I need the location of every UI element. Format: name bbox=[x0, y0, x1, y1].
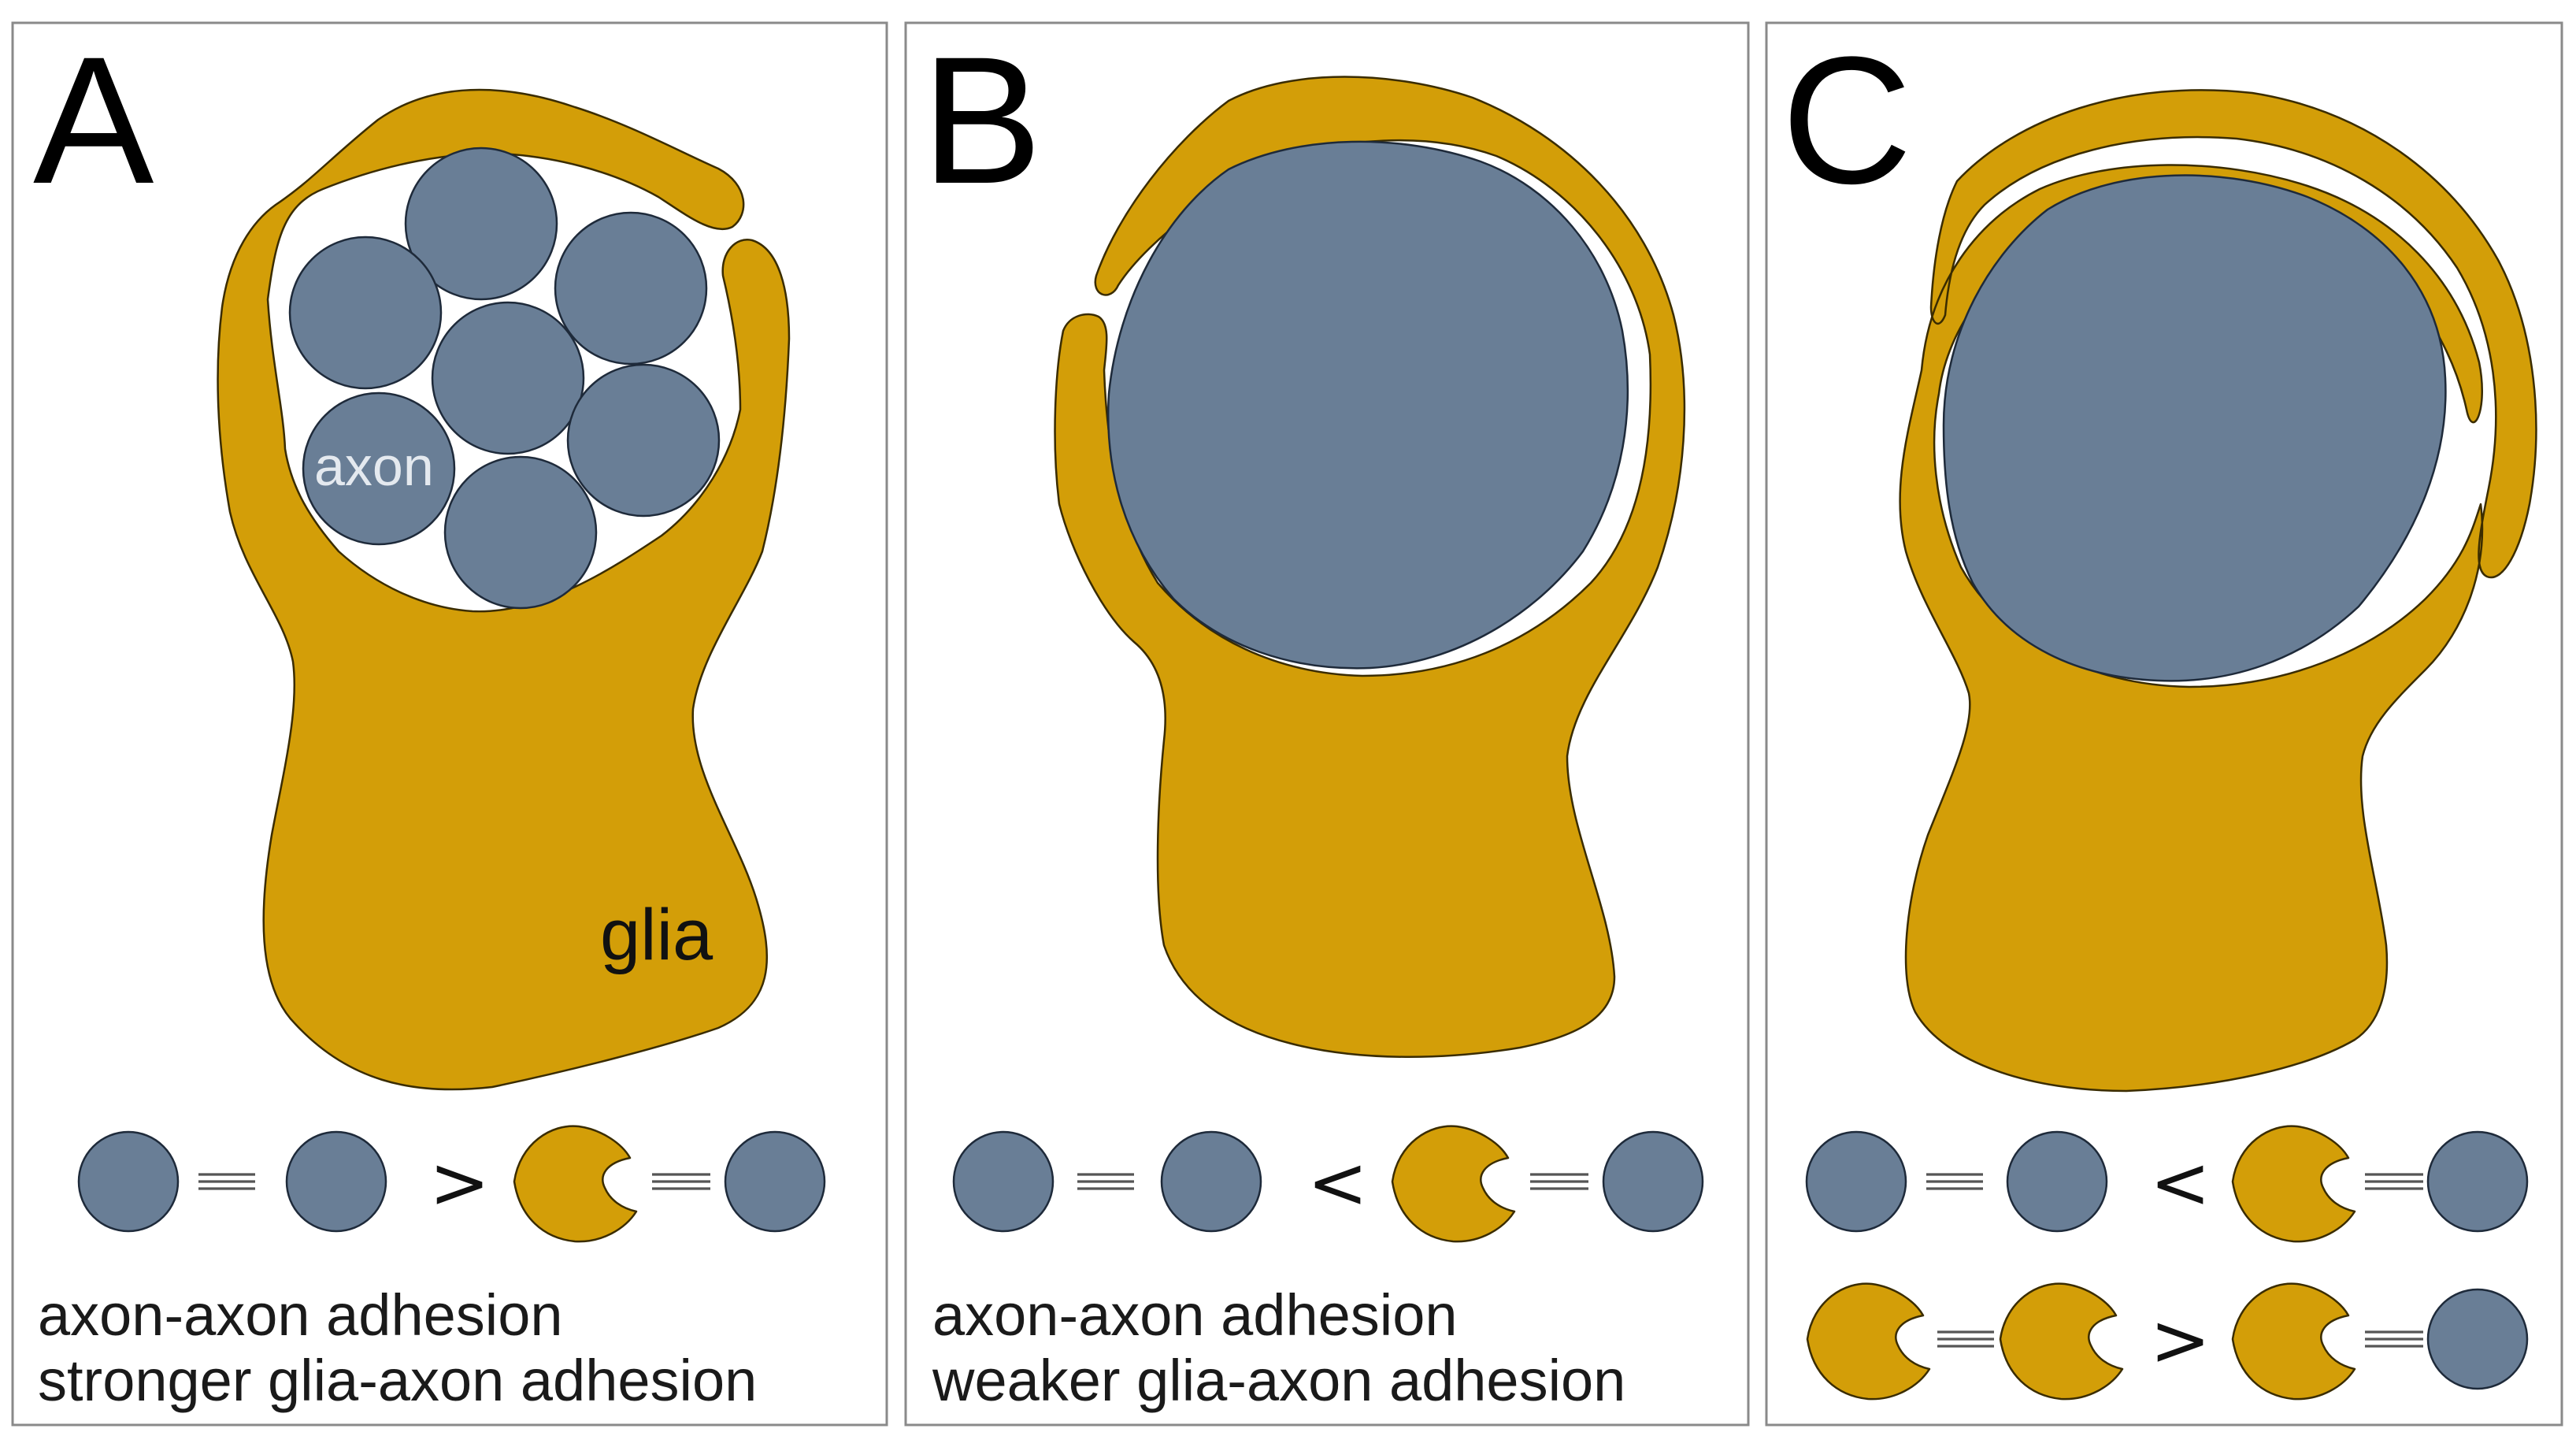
axon-label: axon bbox=[314, 436, 434, 497]
panel-a: A axon glia > bbox=[11, 19, 888, 1427]
panel-b: B < axon-axon adhesion weaker glia-ax bbox=[904, 19, 1750, 1427]
axon-symbol bbox=[724, 1130, 826, 1233]
panel-b-letter: B bbox=[921, 19, 1042, 221]
panel-c: C < bbox=[1765, 19, 2563, 1427]
glia-symbol bbox=[513, 1125, 638, 1243]
axon-symbol bbox=[1805, 1130, 1907, 1233]
axon-symbol bbox=[2006, 1130, 2108, 1233]
axon-symbol bbox=[2426, 1288, 2529, 1390]
large-axon-b bbox=[1107, 140, 1629, 670]
axon-symbol bbox=[1160, 1130, 1262, 1233]
axon-circle bbox=[566, 363, 721, 518]
adhesion-equals-symbol bbox=[1926, 1173, 1983, 1190]
comparison-operator: > bbox=[2150, 1298, 2211, 1382]
adhesion-equals-symbol bbox=[1530, 1173, 1588, 1190]
glia-symbol bbox=[2231, 1282, 2356, 1401]
glia-symbol bbox=[2231, 1125, 2356, 1243]
panel-c-letter: C bbox=[1781, 19, 1912, 221]
axon-circle bbox=[443, 455, 598, 610]
adhesion-equals-symbol bbox=[1077, 1173, 1134, 1190]
comparison-operator: < bbox=[2150, 1141, 2211, 1225]
glia-cell-b bbox=[1054, 76, 1686, 1058]
axon-symbol bbox=[2426, 1130, 2529, 1233]
caption-line-1: axon-axon adhesion bbox=[932, 1282, 1458, 1348]
axon-circle bbox=[302, 391, 456, 546]
panel-a-letter: A bbox=[33, 19, 154, 221]
axon-circle bbox=[431, 301, 585, 455]
caption-line-2: weaker glia-axon adhesion bbox=[932, 1348, 1625, 1413]
large-axon-c bbox=[1942, 174, 2447, 682]
glia-symbol bbox=[1806, 1282, 1931, 1401]
adhesion-legend-row: > bbox=[77, 1125, 826, 1243]
adhesion-legend-row: < bbox=[1805, 1125, 2529, 1243]
glia-symbol bbox=[1391, 1125, 1516, 1243]
adhesion-equals-symbol bbox=[2365, 1330, 2423, 1348]
adhesion-equals-symbol bbox=[652, 1173, 710, 1190]
axon-symbol bbox=[77, 1130, 180, 1233]
caption-line-2: stronger glia-axon adhesion bbox=[38, 1348, 757, 1413]
glia-symbol bbox=[1999, 1282, 2124, 1401]
comparison-operator: < bbox=[1307, 1141, 1368, 1225]
glia-cell-c bbox=[1899, 89, 2537, 1093]
adhesion-equals-symbol bbox=[2365, 1173, 2423, 1190]
axon-symbol bbox=[952, 1130, 1054, 1233]
axon-bundle-a bbox=[288, 147, 721, 610]
axon-symbol bbox=[1602, 1130, 1704, 1233]
axon-symbol bbox=[285, 1130, 387, 1233]
glia-cell-a bbox=[217, 88, 791, 1091]
comparison-operator: > bbox=[429, 1141, 490, 1225]
adhesion-equals-symbol bbox=[198, 1173, 255, 1190]
adhesion-legend-row: < bbox=[952, 1125, 1704, 1243]
caption-line-1: axon-axon adhesion bbox=[38, 1282, 563, 1348]
adhesion-equals-symbol bbox=[1937, 1330, 1994, 1348]
glia-label: glia bbox=[600, 895, 713, 975]
axon-circle bbox=[288, 236, 443, 390]
adhesion-legend-row: > bbox=[1806, 1282, 2529, 1401]
axon-circle bbox=[554, 211, 708, 365]
axon-circle bbox=[404, 147, 558, 301]
